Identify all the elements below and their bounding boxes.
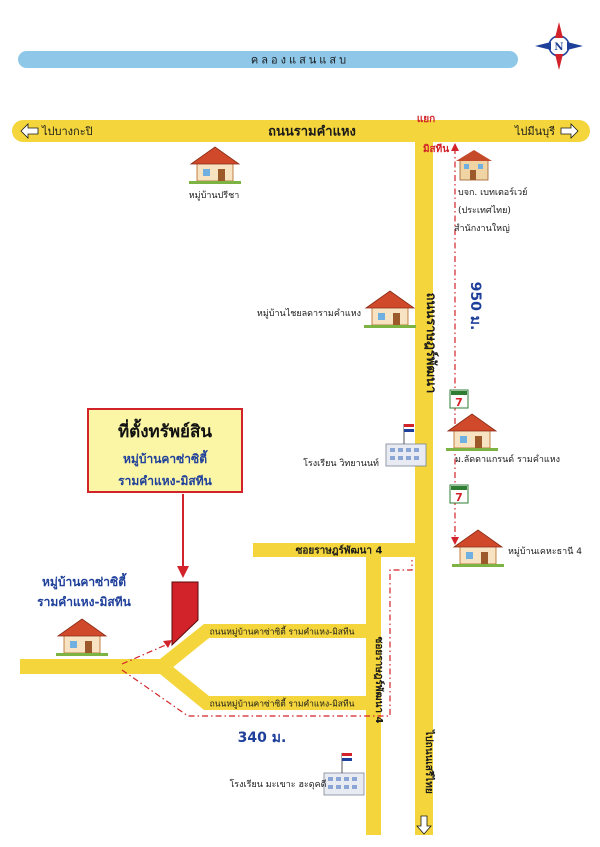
route-arrow-top-icon <box>451 143 459 151</box>
intersection-label-1: แยก <box>417 114 435 125</box>
landmark-betagro-1: บจก. เบทเตอร์เวย์ <box>458 186 527 198</box>
soi-ratphatthana-4-horizontal <box>253 543 433 557</box>
village-road-lower-label: ถนนหมู่บ้านคาซ่าซิตี้ รามคำแหง-มิสทีน <box>210 698 355 710</box>
village-entrance-road <box>20 659 170 674</box>
ratphatthana-road <box>415 138 433 835</box>
svg-text:7: 7 <box>455 491 463 504</box>
left-direction-arrow-icon <box>20 123 39 139</box>
landmark-chaiyon: หมู่บ้านไชยลดารามคำแหง <box>257 308 361 319</box>
house-icon-project <box>55 618 109 657</box>
landmark-betagro-2: (ประเทศไทย) <box>458 205 511 216</box>
callout-line-3: รามคำแหง-มิสทีน <box>118 474 212 488</box>
landmark-betagro-3: สำนักงานใหญ่ <box>454 223 510 234</box>
compass-letter: N <box>554 42 563 53</box>
compass-icon: N <box>535 22 583 70</box>
office-building-icon <box>456 150 492 181</box>
village-road-lower <box>160 666 368 710</box>
soi-ratphatthana-4-vertical <box>366 555 381 835</box>
landmark-preecha: หมู่บ้านปรีชา <box>189 190 240 201</box>
route-line <box>121 148 456 717</box>
school-icon-2 <box>323 752 365 796</box>
landmark-kehathani: หมู่บ้านเคหะธานี 4 <box>508 546 582 557</box>
intersection-label-2: มิสทีน <box>423 143 449 155</box>
property-plot <box>171 581 199 647</box>
canal <box>18 51 518 68</box>
right-direction-arrow-icon <box>560 123 579 139</box>
landmark-school-1: โรงเรียน วิทยานนท์ <box>303 457 379 469</box>
landmark-school-2: โรงเรียน มะเขาะ ฮะดุคดี <box>229 779 326 790</box>
property-callout: ที่ตั้งทรัพย์สิน หมู่บ้านคาซ่าซิตี้ รามค… <box>87 408 243 493</box>
svg-text:7: 7 <box>455 396 463 409</box>
distance-horizontal-label: 340 ม. <box>238 730 287 746</box>
main-road-label: ถนนรามคำแหง <box>268 124 356 140</box>
right-direction-label: ไปมีนบุรี <box>514 125 555 138</box>
down-direction-label: ไปถนนเสรีไทย <box>423 729 436 794</box>
store-icon-1: 7 <box>449 389 469 409</box>
village-road-upper <box>160 624 368 668</box>
store-icon-2: 7 <box>449 484 469 504</box>
house-icon-preecha <box>188 146 242 185</box>
project-label-line-2: รามคำแหง-มิสทีน <box>37 595 131 609</box>
soi-vertical-label: ซอยราษฎร์พัฒนา 4 <box>373 637 385 724</box>
route-arrow-bottom-icon <box>451 537 459 545</box>
canal-label: คลองแสนแสบ <box>251 54 349 67</box>
house-icon-chaiyon <box>363 290 417 329</box>
down-direction-arrow-icon <box>416 815 432 835</box>
soi-horizontal-label: ซอยราษฎร์พัฒนา 4 <box>296 545 383 557</box>
left-direction-label: ไปบางกะปิ <box>41 125 93 138</box>
route-arrow-village-icon <box>163 640 172 648</box>
pointer-arrow-icon <box>177 566 189 578</box>
ramkhamhaeng-road <box>12 120 590 142</box>
project-label-line-1: หมู่บ้านคาซ่าซิตี้ <box>42 575 126 589</box>
vertical-road-label: ถนนราษฎร์พัฒนา <box>423 293 439 394</box>
distance-vertical-label: 950 ม. <box>467 282 483 331</box>
landmark-ladda: ม.ลัดดาแกรนด์ รามคำแหง <box>455 453 560 465</box>
house-icon-ladda <box>445 413 499 452</box>
callout-title: ที่ตั้งทรัพย์สิน <box>117 422 213 442</box>
house-icon-kehathani <box>451 529 505 568</box>
project-label: หมู่บ้านคาซ่าซิตี้ รามคำแหง-มิสทีน <box>14 572 154 612</box>
callout-line-2: หมู่บ้านคาซ่าซิตี้ <box>123 452 207 466</box>
village-road-upper-label: ถนนหมู่บ้านคาซ่าซิตี้ รามคำแหง-มิสทีน <box>210 626 355 638</box>
